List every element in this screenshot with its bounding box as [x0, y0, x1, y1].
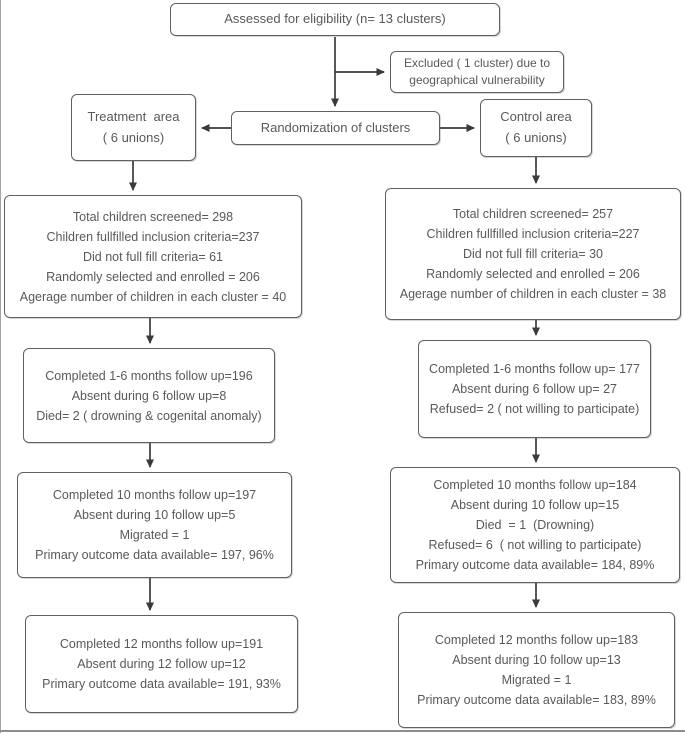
box-text-line: Randomly selected and enrolled = 206 — [46, 269, 260, 284]
box-text-line: Absent during 12 follow up=12 — [77, 657, 246, 671]
box-text-line: Migrated = 1 — [501, 673, 572, 687]
box-text-line: Completed 10 months follow up=197 — [52, 488, 257, 502]
treatment-area-box: Treatment area ( 6 unions) — [71, 94, 196, 161]
box-text-line: Randomly selected and enrolled = 206 — [426, 267, 640, 281]
box-text-line: Primary outcome data available= 183, 89% — [417, 693, 656, 707]
box-text-line: Absent during 10 follow up=15 — [450, 498, 620, 512]
assessed-eligibility-box: Assessed for eligibility (n= 13 clusters… — [170, 3, 500, 36]
figure-left-border — [0, 0, 1, 733]
box-text-line: Completed 12 months follow up=191 — [59, 637, 264, 651]
box-text-line: Absent during 10 follow up=13 — [452, 653, 621, 667]
box-text-line: Completed 1-6 months follow up=196 — [45, 368, 253, 383]
box-text-line: Completed 1-6 months follow up= 177 — [429, 362, 640, 376]
box-text-line: Completed 10 months follow up=184 — [433, 478, 637, 492]
control-area-box: Control area ( 6 unions) — [480, 99, 592, 157]
box-text-line: Did not full fill criteria= 30 — [463, 247, 603, 261]
box-text-line: Refused= 2 ( not willing to participate) — [429, 402, 640, 416]
box-text-line: Randomization of clusters — [260, 119, 411, 135]
box-text-line: ( 6 unions) — [505, 130, 567, 145]
box-text-line: Total children screened= 298 — [72, 209, 234, 224]
box-text-line: Agerage number of children in each clust… — [19, 289, 287, 304]
box-text-line: Control area — [500, 109, 572, 125]
box-text-line: Died = 1 (Drowning) — [475, 518, 595, 532]
box-text-line: Primary outcome data available= 184, 89% — [415, 558, 655, 572]
box-text-line: Assessed for eligibility (n= 13 clusters… — [224, 11, 446, 27]
box-text-line: Migrated = 1 — [119, 528, 190, 542]
box-text-line: Died= 2 ( drowning & cogenital anomaly) — [36, 408, 262, 423]
box-text-line: ( 6 unions) — [102, 129, 165, 145]
box-text-line: geographical vulnerability — [409, 73, 545, 87]
box-text-line: Children fullfilled inclusion criteria=2… — [426, 227, 640, 241]
box-text-line: Excluded ( 1 cluster) due to — [403, 55, 551, 70]
box-text-line: Completed 12 months follow up=183 — [434, 633, 639, 647]
box-text-line: Absent during 10 follow up=5 — [73, 508, 236, 522]
randomization-box: Randomization of clusters — [231, 111, 440, 145]
figure-bottom-border — [0, 730, 685, 732]
box-text-line: Treatment area — [87, 108, 180, 124]
box-text-line: Agerage number of children in each clust… — [399, 287, 667, 301]
box-text-line: Children fullfilled inclusion criteria=2… — [46, 229, 260, 244]
box-text-line: Absent during 6 follow up= 27 — [451, 382, 618, 396]
box-text-line: Total children screened= 257 — [452, 207, 614, 221]
box-text-line: Absent during 6 follow up=8 — [71, 388, 227, 403]
box-text-line: Primary outcome data available= 197, 96% — [35, 548, 274, 562]
box-text-line: Did not full fill criteria= 61 — [83, 249, 223, 264]
excluded-box: Excluded ( 1 cluster) due to geographical… — [390, 51, 564, 93]
box-text-line: Primary outcome data available= 191, 93% — [42, 677, 281, 691]
box-text-line: Refused= 6 ( not willing to participate) — [428, 538, 642, 552]
